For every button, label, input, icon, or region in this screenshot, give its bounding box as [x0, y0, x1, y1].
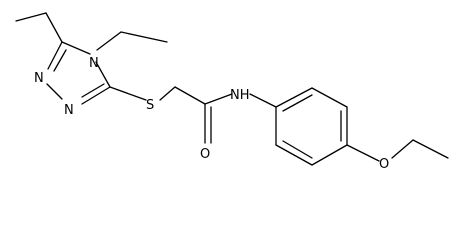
atom-n1-label: N	[34, 71, 44, 86]
bond-n-aryl	[249, 93, 277, 108]
bond-ethyl5-ch2	[45, 12, 63, 43]
bond-ethyl4-n	[96, 31, 122, 51]
bond-ethyl5-ch3	[15, 12, 47, 22]
bond-c3-n2-double	[81, 83, 105, 98]
bond-carbonyl-n	[204, 93, 233, 105]
bond-ar-double-3	[282, 140, 313, 159]
bond-o-ch2	[391, 139, 414, 159]
bond-s-ch2	[159, 86, 176, 101]
bond-n1-c5	[47, 41, 63, 70]
atom-s-label: S	[146, 98, 154, 113]
bond-c5-n4	[61, 41, 91, 55]
bond-n4-c3	[95, 61, 111, 88]
bond-n1-c5-double	[53, 49, 67, 72]
bond-n2-n1	[46, 83, 63, 100]
atom-ether-o-label: O	[379, 157, 389, 172]
atom-n4-label: N	[89, 56, 99, 71]
structure-canvas: N N N S O NH O	[15, 12, 449, 172]
atom-n2-label: N	[64, 103, 74, 118]
bond-ch2-ch3	[412, 139, 449, 159]
bond-c3-s	[109, 86, 147, 101]
bond-ar-5	[275, 144, 313, 166]
atom-nh-label: NH	[230, 88, 250, 103]
bond-ar-o	[346, 144, 380, 162]
bond-c3-n2	[81, 86, 111, 105]
atom-carbonyl-o-label: O	[200, 147, 210, 162]
bond-ar-2	[311, 87, 348, 108]
bond-ch2-carbonyl	[174, 86, 206, 105]
bond-ar-4	[311, 144, 348, 166]
bond-ar-1	[275, 87, 313, 108]
bond-ar-double-1	[282, 94, 313, 112]
molecule-drawing: N N N S O NH O	[15, 12, 449, 172]
bond-ethyl4-ch3	[120, 31, 168, 43]
